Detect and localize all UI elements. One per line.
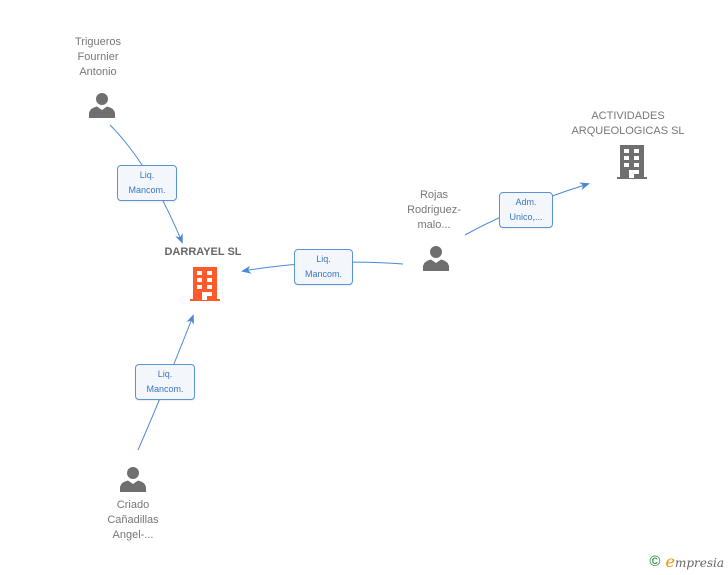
person-icon[interactable] (87, 89, 117, 119)
node-label-actividades[interactable]: ACTIVIDADES ARQUEOLOGICAS SL (571, 110, 685, 137)
node-label-criado[interactable]: Criado Cañadillas Angel-... (107, 499, 159, 541)
edge-label-criado-darrayel[interactable]: Liq. Mancom. (135, 364, 195, 400)
edge-label-rojas-actividades[interactable]: Adm. Unico,... (499, 192, 553, 228)
building-icon-main[interactable] (188, 266, 222, 302)
node-label-trigueros[interactable]: Trigueros Fournier Antonio (74, 36, 122, 78)
footer-brand: © empresia (649, 552, 724, 571)
node-label-rojas[interactable]: Rojas Rodriguez- malo... (407, 189, 461, 231)
copyright-icon: © (649, 553, 661, 570)
person-icon[interactable] (421, 242, 451, 272)
edge-label-trigueros-darrayel[interactable]: Liq. Mancom. (117, 165, 177, 201)
brand-logo[interactable]: empresia (665, 552, 724, 571)
edge-label-rojas-darrayel[interactable]: Liq. Mancom. (294, 249, 353, 285)
node-label-darrayel[interactable]: DARRAYEL SL (164, 246, 242, 258)
brand-initial: e (665, 552, 675, 571)
building-icon[interactable] (615, 144, 649, 180)
person-icon[interactable] (118, 463, 148, 493)
brand-name: mpresia (674, 556, 724, 570)
